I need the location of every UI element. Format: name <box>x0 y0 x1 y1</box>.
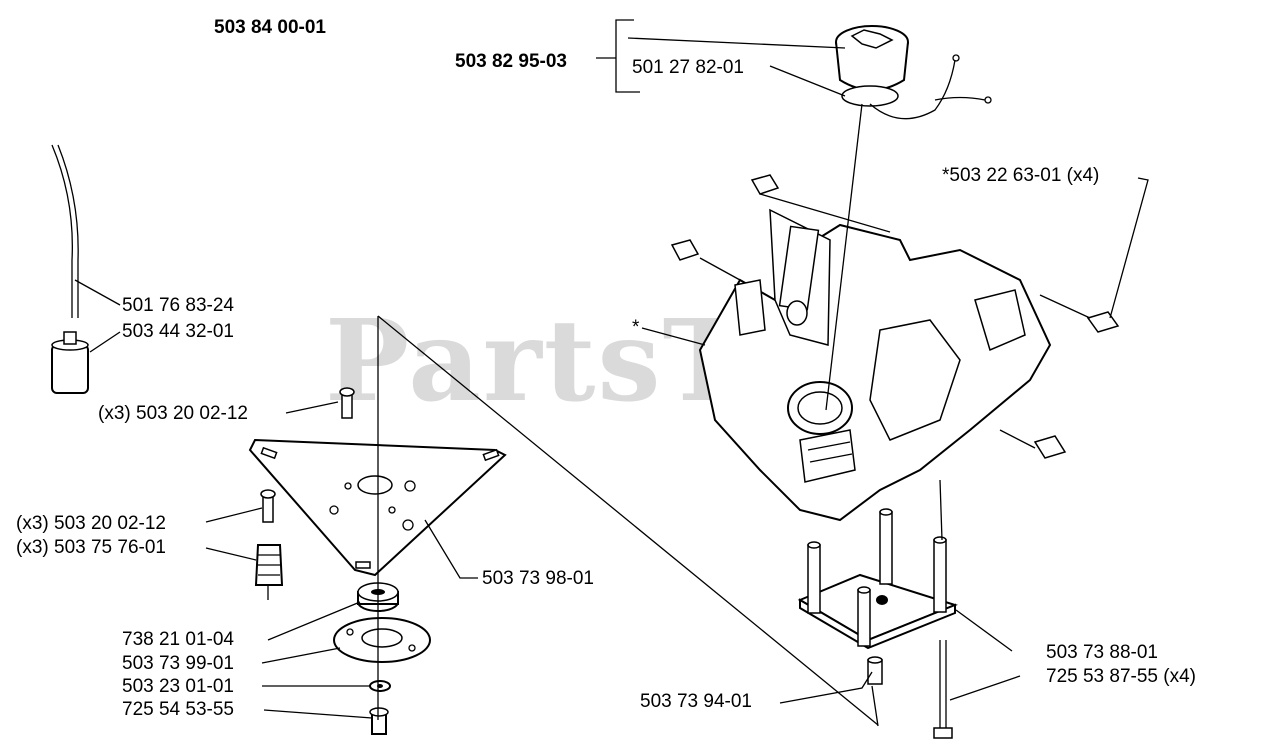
fuel-tank-icon <box>698 208 1052 522</box>
label-bolt: 725 54 53-55 <box>122 699 234 720</box>
label-assembly-main: 503 84 00-01 <box>214 17 326 38</box>
label-screw-x3-top: (x3) 503 20 02-12 <box>98 403 248 424</box>
screw-icon <box>260 387 355 523</box>
label-screw-x4: 725 53 87-55 (x4) <box>1046 666 1196 687</box>
fuel-hose-icon <box>51 144 79 318</box>
clip-nut-icon <box>670 174 1120 459</box>
fuel-cap-icon <box>835 25 992 120</box>
long-screw-icon <box>933 640 953 739</box>
mounting-cup-icon <box>333 617 431 663</box>
fuel-filter-icon <box>51 331 89 394</box>
label-cap-assembly: 503 82 95-03 <box>455 51 567 72</box>
label-screw-x3-mid: (x3) 503 20 02-12 <box>16 513 166 534</box>
label-plate: 503 73 98-01 <box>482 568 594 589</box>
label-block: 503 73 88-01 <box>1046 642 1158 663</box>
label-sleeve: 503 73 94-01 <box>640 691 752 712</box>
label-cup: 503 73 99-01 <box>122 653 234 674</box>
label-tank-marker: * <box>632 317 640 338</box>
vibration-block-icon <box>797 508 958 650</box>
leader-lines <box>74 19 1149 727</box>
label-nuts-x4: *503 22 63-01 (x4) <box>942 165 1100 186</box>
label-spring-x3: (x3) 503 75 76-01 <box>16 537 166 558</box>
sleeve-icon <box>867 656 883 685</box>
label-fuel-filter: 503 44 32-01 <box>122 321 234 342</box>
label-damper: 738 21 01-04 <box>122 629 234 650</box>
label-washer: 503 23 01-01 <box>122 676 234 697</box>
label-cap-seal: 501 27 82-01 <box>632 57 744 78</box>
washer-icon <box>369 680 391 692</box>
label-fuel-hose: 501 76 83-24 <box>122 295 234 316</box>
spring-icon <box>254 544 284 600</box>
bolt-icon <box>369 707 389 735</box>
